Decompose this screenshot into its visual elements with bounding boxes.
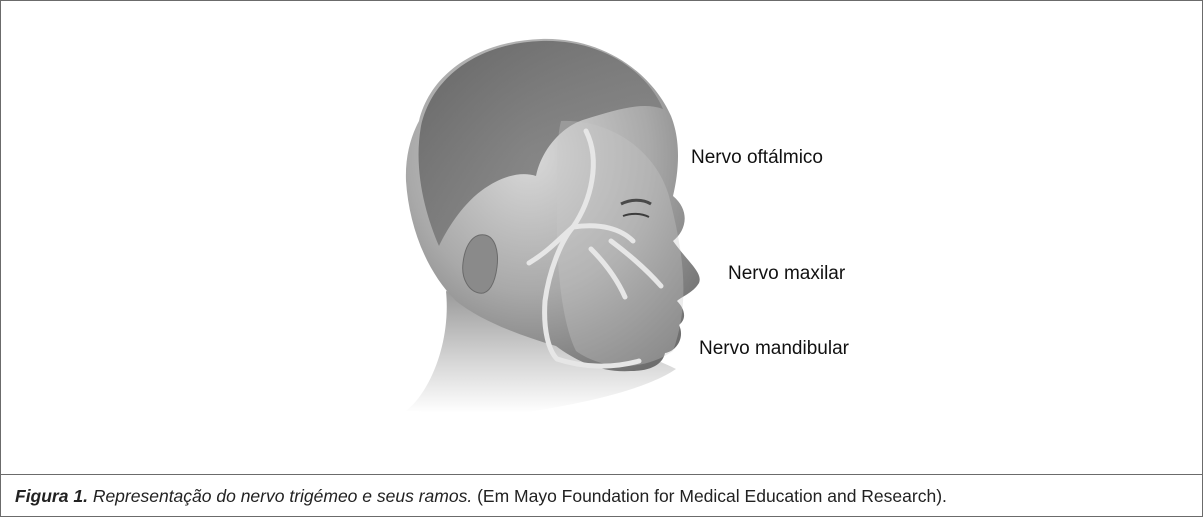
figure-caption: Figura 1. Representação do nervo trigéme… (15, 485, 1195, 507)
illustration-area: Nervo oftálmico Nervo maxilar Nervo mand… (1, 1, 1202, 474)
label-ophthalmic-nerve: Nervo oftálmico (691, 147, 823, 169)
label-mandibular-nerve: Nervo mandibular (699, 338, 849, 360)
caption-title: Representação do nervo trigémeo e seus r… (93, 486, 472, 506)
caption-divider (1, 474, 1202, 475)
caption-source: (Em Mayo Foundation for Medical Educatio… (477, 486, 947, 506)
head-illustration (1, 1, 1202, 474)
caption-figure-number: Figura 1. (15, 486, 88, 506)
label-maxillary-nerve: Nervo maxilar (728, 263, 845, 285)
